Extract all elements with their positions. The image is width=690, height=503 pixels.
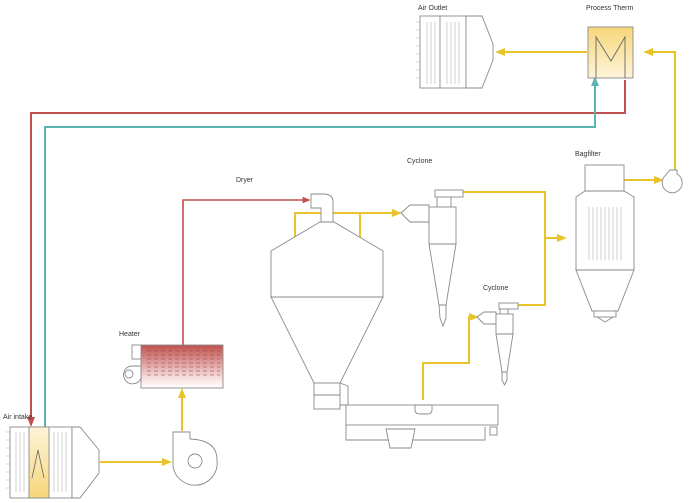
heater-to-dryer-pipe — [182, 196, 311, 345]
dryer-unit[interactable] — [270, 193, 384, 410]
hot-air-return-pipe — [27, 80, 626, 427]
process-therm-unit[interactable] — [587, 26, 634, 79]
cool-air-supply-pipe — [44, 76, 599, 430]
cyclone-1-unit[interactable] — [400, 189, 464, 328]
bagfilter-unit[interactable] — [575, 164, 635, 323]
fan-to-therm-pipe — [643, 48, 676, 170]
air-outlet-label: Air Outlet — [418, 5, 447, 12]
heater-unit[interactable] — [123, 344, 224, 389]
bagfilter-label: Bagfilter — [575, 151, 601, 158]
conveyor-unit[interactable] — [345, 404, 499, 449]
product-flow-pipes — [100, 48, 676, 466]
process-therm-label: Process Therm — [586, 5, 633, 12]
air-intake-label: Air intake — [3, 414, 32, 421]
air-outlet-unit[interactable] — [416, 15, 494, 89]
air-intake-unit[interactable] — [6, 426, 100, 499]
cyclone-2-label: Cyclone — [483, 285, 508, 292]
cyclone-1-label: Cyclone — [407, 158, 432, 165]
dryer-to-cyclone-pipe — [294, 209, 402, 237]
heater-label: Heater — [119, 331, 141, 338]
intake-blower-unit[interactable] — [172, 431, 218, 486]
cyclone1-to-bagfilter-pipe — [463, 191, 546, 306]
cyclone-2-unit[interactable] — [476, 302, 519, 387]
dryer-label: Dryer — [236, 177, 254, 184]
exhaust-fan-unit[interactable] — [661, 169, 683, 194]
conveyor-to-cyclone2-pipe — [422, 313, 479, 400]
